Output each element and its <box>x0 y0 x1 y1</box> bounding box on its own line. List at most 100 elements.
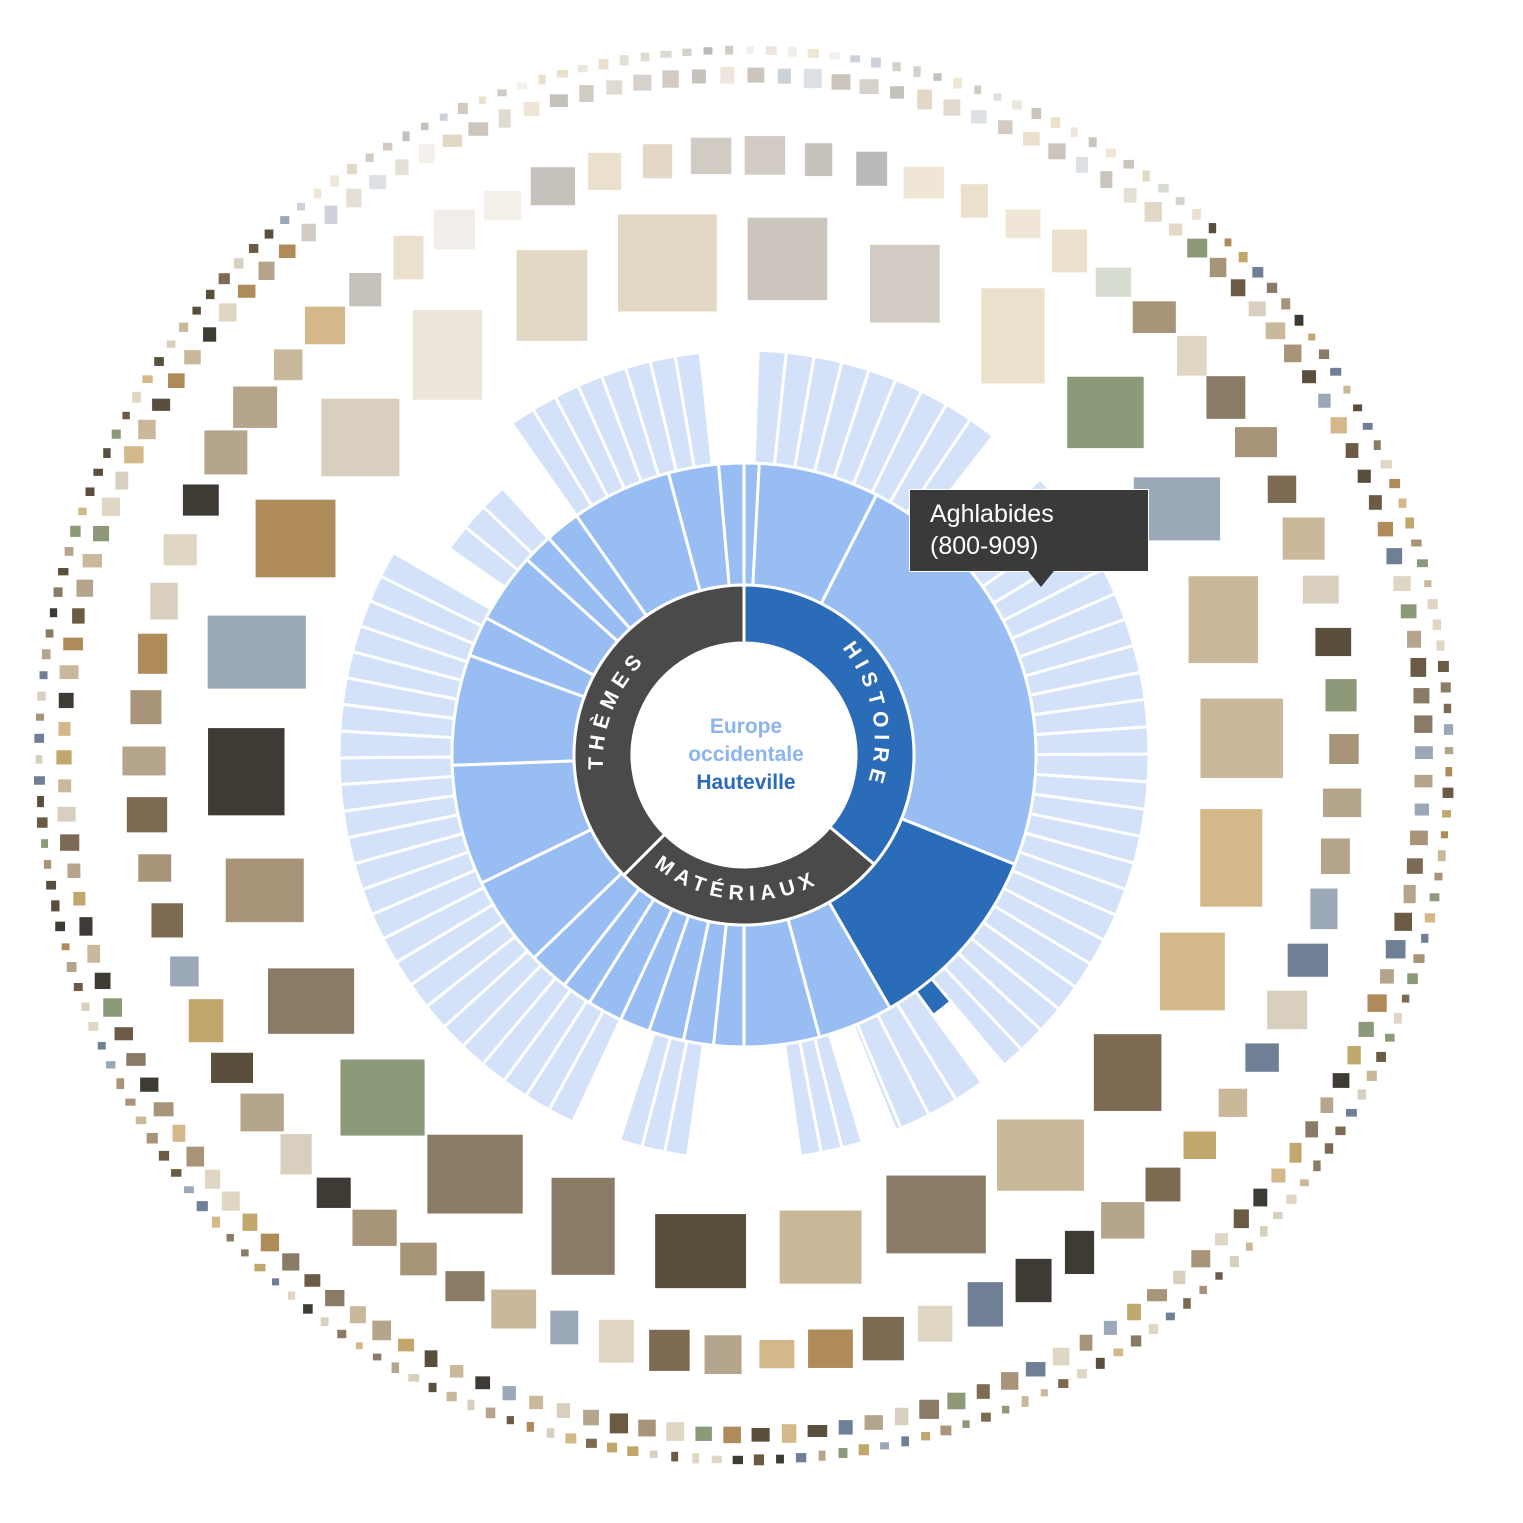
artwork-thumbnail-icon[interactable] <box>662 70 679 88</box>
artwork-thumbnail-icon[interactable] <box>1308 333 1316 341</box>
artwork-thumbnail-icon[interactable] <box>807 48 819 58</box>
artwork-thumbnail-icon[interactable] <box>1377 521 1394 537</box>
artwork-thumbnail-icon[interactable] <box>549 94 568 108</box>
artwork-thumbnail-icon[interactable] <box>538 74 546 85</box>
artwork-thumbnail-icon[interactable] <box>633 74 652 91</box>
artwork-thumbnail-icon[interactable] <box>1362 422 1373 430</box>
artwork-thumbnail-icon[interactable] <box>609 1413 629 1434</box>
artwork-thumbnail-icon[interactable] <box>795 1453 807 1463</box>
artwork-thumbnail-icon[interactable] <box>725 45 734 55</box>
artwork-thumbnail-icon[interactable] <box>457 102 468 115</box>
artwork-thumbnail-icon[interactable] <box>1394 1012 1402 1024</box>
artwork-thumbnail-icon[interactable] <box>1346 1108 1357 1117</box>
artwork-thumbnail-icon[interactable] <box>880 1442 890 1450</box>
artwork-thumbnail-icon[interactable] <box>1093 1034 1162 1111</box>
artwork-thumbnail-icon[interactable] <box>655 1214 747 1289</box>
artwork-thumbnail-icon[interactable] <box>483 190 522 221</box>
artwork-thumbnail-icon[interactable] <box>787 46 797 57</box>
artwork-thumbnail-icon[interactable] <box>303 1304 313 1314</box>
artwork-thumbnail-icon[interactable] <box>579 85 594 102</box>
artwork-thumbnail-icon[interactable] <box>204 1169 221 1189</box>
artwork-thumbnail-icon[interactable] <box>1400 604 1417 619</box>
artwork-thumbnail-icon[interactable] <box>233 386 278 428</box>
artwork-thumbnail-icon[interactable] <box>170 956 199 987</box>
artwork-thumbnail-icon[interactable] <box>1187 238 1208 258</box>
artwork-thumbnail-icon[interactable] <box>516 82 528 90</box>
artwork-thumbnail-icon[interactable] <box>1318 349 1330 360</box>
artwork-thumbnail-icon[interactable] <box>1368 495 1382 510</box>
artwork-thumbnail-icon[interactable] <box>1230 279 1246 297</box>
artwork-thumbnail-icon[interactable] <box>172 1124 186 1142</box>
artwork-thumbnail-icon[interactable] <box>607 1442 618 1453</box>
artwork-thumbnail-icon[interactable] <box>921 1431 931 1441</box>
artwork-thumbnail-icon[interactable] <box>638 1419 656 1437</box>
artwork-thumbnail-icon[interactable] <box>163 534 197 566</box>
artwork-thumbnail-icon[interactable] <box>72 608 85 624</box>
artwork-thumbnail-icon[interactable] <box>491 1289 537 1329</box>
artwork-thumbnail-icon[interactable] <box>1407 973 1418 985</box>
artwork-thumbnail-icon[interactable] <box>598 58 609 70</box>
artwork-thumbnail-icon[interactable] <box>66 962 77 972</box>
artwork-thumbnail-icon[interactable] <box>751 1427 770 1442</box>
artwork-thumbnail-icon[interactable] <box>901 1436 909 1447</box>
artwork-thumbnail-icon[interactable] <box>1145 1167 1181 1202</box>
artwork-thumbnail-icon[interactable] <box>395 159 409 176</box>
artwork-thumbnail-icon[interactable] <box>369 175 387 190</box>
artwork-thumbnail-icon[interactable] <box>1253 1188 1268 1207</box>
artwork-thumbnail-icon[interactable] <box>1443 724 1454 735</box>
artwork-thumbnail-icon[interactable] <box>765 46 777 55</box>
artwork-thumbnail-icon[interactable] <box>1394 912 1413 931</box>
artwork-thumbnail-icon[interactable] <box>1440 682 1451 693</box>
artwork-thumbnail-icon[interactable] <box>1252 266 1264 278</box>
artwork-thumbnail-icon[interactable] <box>33 776 45 785</box>
artwork-thumbnail-icon[interactable] <box>970 110 987 124</box>
artwork-thumbnail-icon[interactable] <box>1287 943 1328 977</box>
artwork-thumbnail-icon[interactable] <box>1101 1202 1145 1239</box>
artwork-thumbnail-icon[interactable] <box>184 1186 194 1194</box>
artwork-thumbnail-icon[interactable] <box>1444 747 1454 755</box>
artwork-thumbnail-icon[interactable] <box>859 79 879 94</box>
artwork-thumbnail-icon[interactable] <box>807 1425 828 1438</box>
artwork-thumbnail-icon[interactable] <box>241 1249 249 1257</box>
artwork-thumbnail-icon[interactable] <box>869 244 940 323</box>
artwork-thumbnail-icon[interactable] <box>889 86 904 99</box>
artwork-thumbnail-icon[interactable] <box>158 1150 170 1161</box>
artwork-thumbnail-icon[interactable] <box>340 1059 425 1136</box>
artwork-thumbnail-icon[interactable] <box>1023 131 1040 146</box>
artwork-thumbnail-icon[interactable] <box>1103 1320 1117 1335</box>
artwork-thumbnail-icon[interactable] <box>943 99 961 116</box>
artwork-thumbnail-icon[interactable] <box>49 608 58 618</box>
artwork-thumbnail-icon[interactable] <box>1183 1298 1191 1309</box>
artwork-thumbnail-icon[interactable] <box>93 525 110 542</box>
artwork-thumbnail-icon[interactable] <box>151 903 183 938</box>
artwork-thumbnail-icon[interactable] <box>449 1365 464 1378</box>
artwork-thumbnail-icon[interactable] <box>1176 335 1207 376</box>
artwork-thumbnail-icon[interactable] <box>36 817 48 828</box>
artwork-thumbnail-icon[interactable] <box>723 1426 741 1444</box>
artwork-thumbnail-icon[interactable] <box>1345 443 1359 458</box>
artwork-thumbnail-icon[interactable] <box>744 136 786 175</box>
artwork-thumbnail-icon[interactable] <box>1414 774 1433 788</box>
artwork-thumbnail-icon[interactable] <box>1064 1230 1095 1275</box>
artwork-thumbnail-icon[interactable] <box>1284 344 1302 363</box>
center-line-3[interactable]: Hauteville <box>696 771 795 794</box>
artwork-thumbnail-icon[interactable] <box>583 1409 599 1426</box>
artwork-thumbnail-icon[interactable] <box>1385 940 1406 959</box>
artwork-thumbnail-icon[interactable] <box>304 1274 321 1287</box>
artwork-thumbnail-icon[interactable] <box>142 375 153 384</box>
artwork-thumbnail-icon[interactable] <box>919 1399 940 1419</box>
artwork-thumbnail-icon[interactable] <box>166 340 176 348</box>
artwork-thumbnail-icon[interactable] <box>703 47 713 55</box>
artwork-thumbnail-icon[interactable] <box>1015 1258 1052 1303</box>
artwork-thumbnail-icon[interactable] <box>59 665 79 679</box>
artwork-thumbnail-icon[interactable] <box>1413 954 1425 964</box>
artwork-thumbnail-icon[interactable] <box>747 217 828 301</box>
artwork-thumbnail-icon[interactable] <box>831 74 851 90</box>
artwork-thumbnail-icon[interactable] <box>37 691 46 701</box>
artwork-thumbnail-icon[interactable] <box>408 1374 420 1382</box>
artwork-thumbnail-icon[interactable] <box>412 310 483 400</box>
artwork-thumbnail-icon[interactable] <box>301 223 316 242</box>
artwork-thumbnail-icon[interactable] <box>73 982 83 992</box>
artwork-thumbnail-icon[interactable] <box>1424 913 1436 923</box>
artwork-thumbnail-icon[interactable] <box>271 1278 280 1286</box>
